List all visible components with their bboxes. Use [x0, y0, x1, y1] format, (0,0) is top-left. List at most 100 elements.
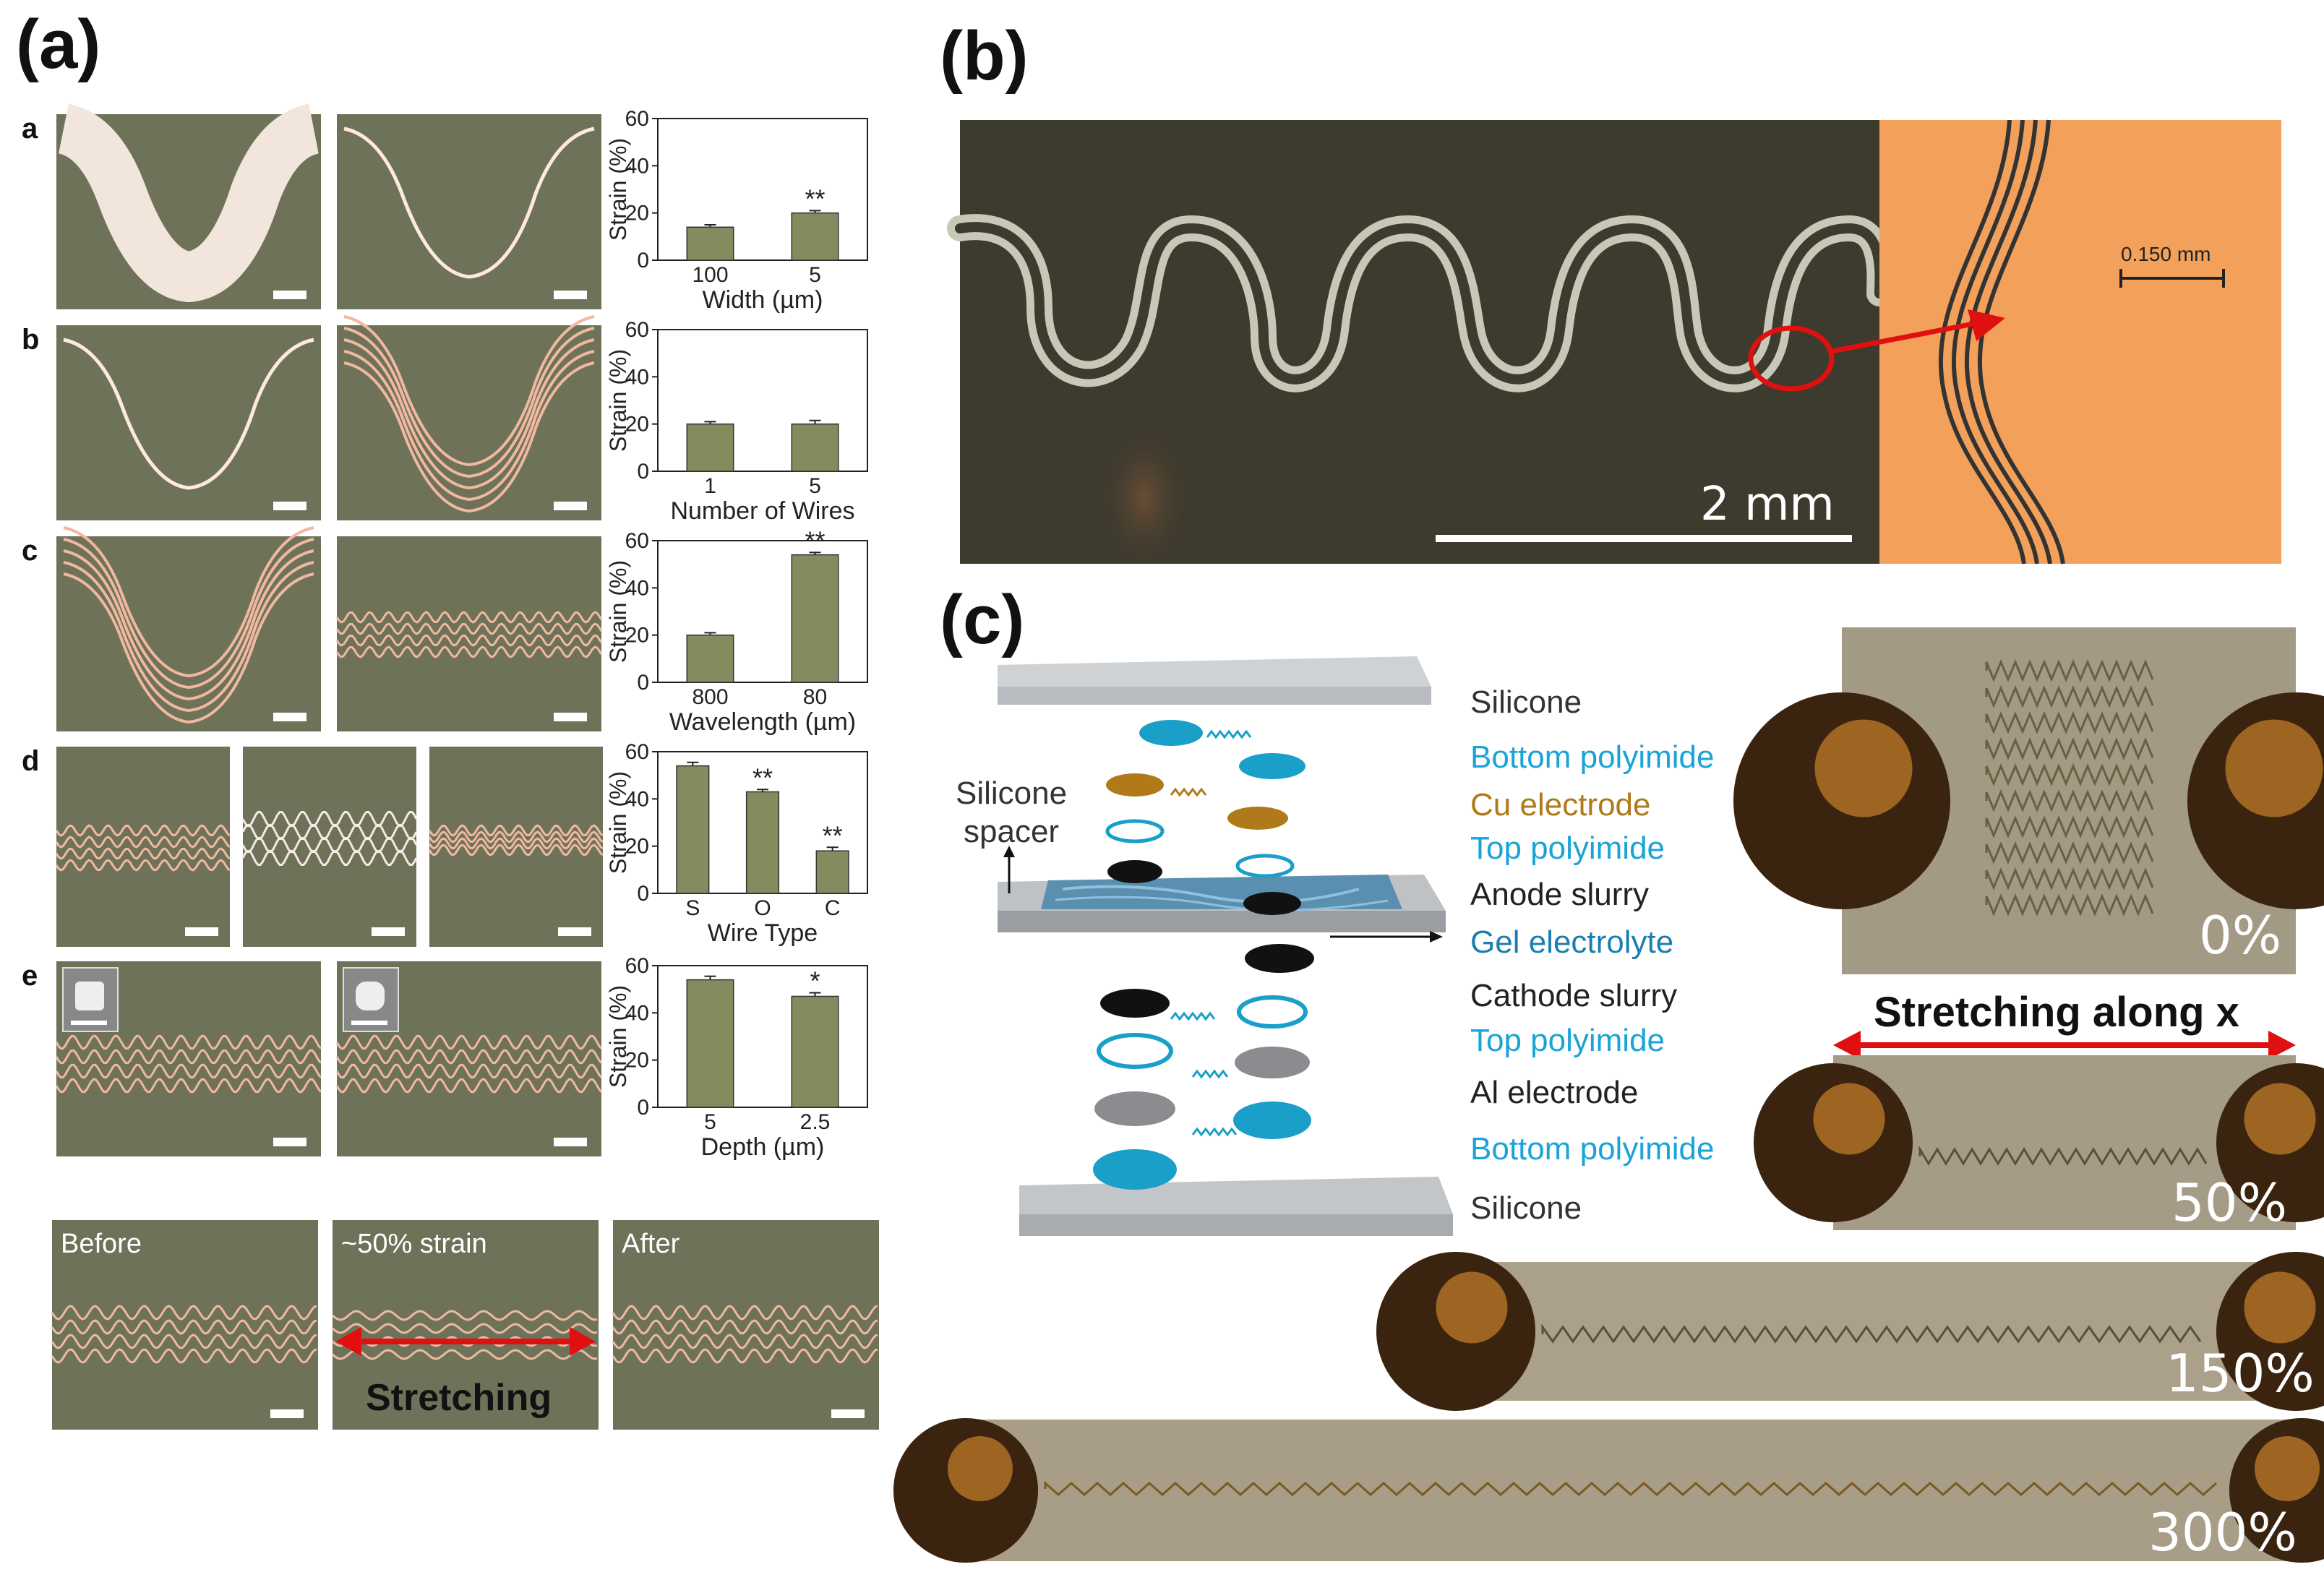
row-label-a: a — [22, 113, 38, 145]
scale-label-2mm: 2 mm — [1700, 478, 1835, 531]
x-tick-label: 800 — [692, 685, 728, 709]
x-axis-label: Number of Wires — [670, 497, 854, 525]
zoomed-wire-photo: 0.150 mm — [1879, 119, 2281, 564]
y-tick-label: 20 — [625, 1049, 649, 1073]
stretch-after-image: After — [612, 1220, 879, 1430]
after-label: After — [622, 1229, 680, 1259]
row-label-b: b — [22, 324, 40, 356]
micrograph-c-long — [56, 526, 321, 731]
stretching-along-x-arrow — [1833, 1031, 2296, 1060]
bar — [686, 634, 734, 683]
bar — [686, 226, 734, 261]
x-tick-label: 2.5 — [800, 1110, 831, 1134]
micrograph-d-c — [428, 747, 604, 947]
panel-label-a: (a) — [16, 6, 101, 83]
stretch-strain-image: ~50% strain — [332, 1220, 599, 1430]
row-label-d: d — [22, 745, 40, 777]
significance-mark: ** — [752, 763, 773, 792]
y-axis-label: Strain (%) — [605, 138, 631, 241]
x-axis-label: Wire Type — [708, 919, 818, 947]
y-tick-label: 60 — [625, 107, 649, 131]
x-axis-label: Width (µm) — [703, 286, 823, 314]
stretching-label-a: Stretching — [366, 1377, 552, 1419]
y-tick-label: 60 — [625, 529, 649, 553]
layer-label-11: Silicone — [1470, 1190, 1582, 1226]
layer-label-3: Cu electrode — [1470, 787, 1651, 823]
layer-label-8: Top polyimide — [1470, 1023, 1665, 1058]
x-tick-label: 5 — [809, 263, 821, 287]
y-tick-label: 40 — [625, 365, 649, 389]
serpentine-wire-photo: 2 mm — [947, 120, 1893, 564]
before-label: Before — [61, 1229, 142, 1259]
micrograph-b-single — [56, 325, 321, 520]
y-tick-label: 0 — [637, 1096, 649, 1120]
battery-photo-0pct: 0% — [1733, 627, 2324, 974]
panel-label-c: (c) — [940, 581, 1025, 658]
x-axis-label: Wavelength (µm) — [669, 708, 856, 736]
significance-mark: ** — [805, 184, 825, 213]
battery-photo-300pct: 300% — [893, 1418, 2324, 1563]
y-axis-label: Strain (%) — [605, 349, 631, 452]
y-tick-label: 40 — [625, 1001, 649, 1025]
bar — [791, 212, 839, 261]
zoom-arrow — [1748, 309, 2005, 392]
y-tick-label: 40 — [625, 154, 649, 178]
micrograph-a-wide — [56, 103, 321, 309]
micrograph-e-deep — [55, 961, 322, 1156]
layer-label-4: Top polyimide — [1470, 830, 1665, 866]
x-tick-label: C — [825, 896, 841, 920]
y-tick-label: 60 — [625, 318, 649, 342]
y-tick-label: 0 — [637, 460, 649, 484]
y-axis-label: Strain (%) — [605, 560, 631, 663]
micrograph-a-thin — [337, 114, 601, 309]
scale-bar-2mm — [1436, 535, 1852, 542]
y-tick-label: 60 — [625, 954, 649, 978]
significance-mark: ** — [823, 820, 843, 850]
y-axis-label: Strain (%) — [605, 771, 631, 874]
y-tick-label: 40 — [625, 576, 649, 600]
x-tick-label: 100 — [692, 263, 728, 287]
percent-300: 300% — [2148, 1502, 2297, 1563]
x-tick-label: O — [754, 896, 771, 920]
spacer-label: Silicone spacer — [956, 775, 1067, 851]
layer-label-5: Anode slurry — [1470, 877, 1650, 912]
percent-150: 150% — [2166, 1343, 2315, 1404]
y-tick-label: 60 — [625, 740, 649, 764]
bar — [745, 791, 780, 894]
y-tick-label: 20 — [625, 835, 649, 859]
scale-label-0150: 0.150 mm — [2121, 243, 2211, 265]
strain-label: ~50% strain — [341, 1229, 487, 1259]
bar — [676, 765, 710, 894]
percent-0: 0% — [2199, 905, 2282, 966]
layer-label-7: Cathode slurry — [1470, 978, 1678, 1013]
bar — [791, 423, 839, 472]
stretch-before-image: Before — [51, 1220, 318, 1430]
micrograph-d-o — [241, 747, 418, 947]
y-axis-label: Strain (%) — [605, 985, 631, 1088]
significance-mark: ** — [805, 525, 825, 555]
micrograph-e-shallow — [335, 961, 603, 1156]
x-tick-label: S — [685, 896, 700, 920]
layer-label-9: Al electrode — [1470, 1075, 1639, 1110]
y-tick-label: 0 — [637, 671, 649, 695]
spacer-label-line1: Silicone — [956, 776, 1068, 811]
layer-label-10: Bottom polyimide — [1470, 1131, 1715, 1167]
stretching-arrow-a — [335, 1327, 596, 1356]
layer-label-1: Silicone — [1470, 684, 1582, 720]
spacer-label-line2: spacer — [964, 813, 1060, 849]
panel-label-b: (b) — [940, 17, 1029, 95]
y-tick-label: 0 — [637, 882, 649, 906]
x-tick-label: 5 — [809, 474, 821, 498]
bar — [791, 554, 839, 683]
stretching-along-x-label: Stretching along x — [1874, 989, 2239, 1036]
bar — [815, 850, 849, 894]
y-tick-label: 20 — [625, 202, 649, 226]
percent-50: 50% — [2171, 1172, 2288, 1233]
x-tick-label: 5 — [704, 1110, 716, 1134]
micrograph-b-five — [337, 315, 601, 520]
